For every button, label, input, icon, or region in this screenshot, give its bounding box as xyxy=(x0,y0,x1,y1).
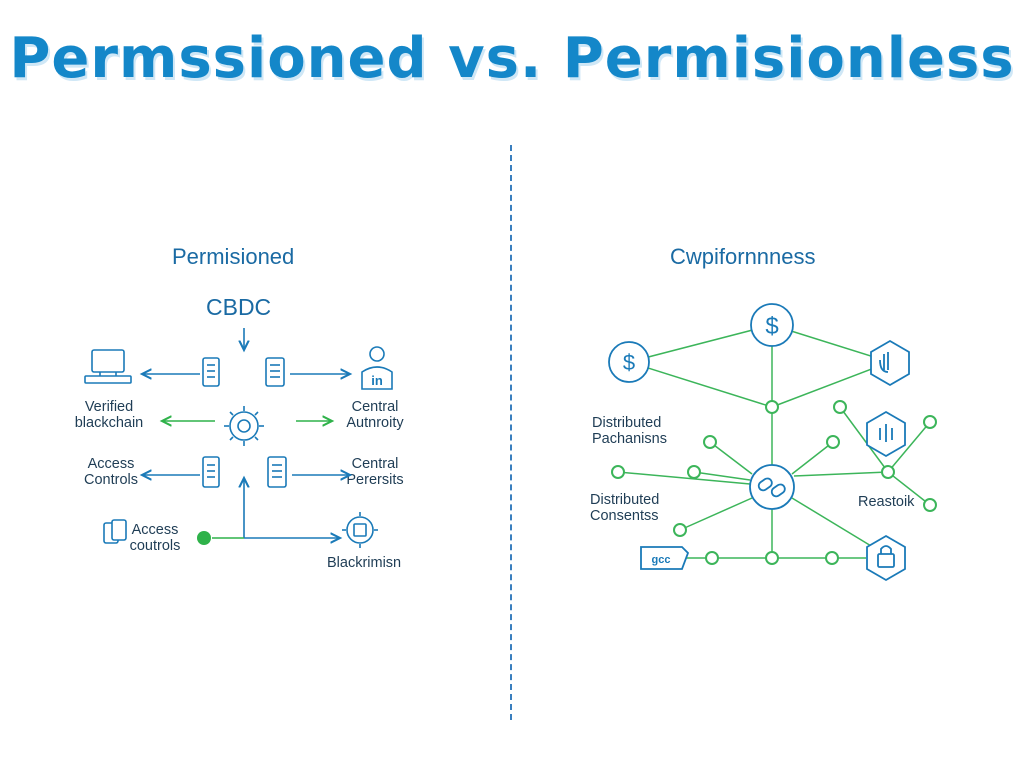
access2-line-2: coutrols xyxy=(129,538,181,554)
central1-line-2: Autnroity xyxy=(346,415,404,431)
computer-icon xyxy=(84,349,132,384)
link-hub-node xyxy=(749,464,795,510)
verified-blockchain-label: Verified blackchain xyxy=(64,399,154,431)
access1-line-1: Access xyxy=(87,456,135,472)
blackrimisn-label: Blackrimisn xyxy=(327,555,402,571)
dollar-icon-top: $ xyxy=(765,313,778,340)
page-title: Permssioned vs. Permisionless xyxy=(9,26,1015,91)
access-controls-2-label: Access coutrols xyxy=(110,522,200,554)
in-icon-text: in xyxy=(371,373,383,388)
dollar-node-left xyxy=(608,341,650,383)
dollar-icon-left: $ xyxy=(623,350,635,375)
document-icon-3 xyxy=(202,456,220,488)
access-controls-label: Access Controls xyxy=(66,456,156,488)
documents-stack-icon xyxy=(103,519,127,544)
central2-line-2: Perersits xyxy=(346,472,404,488)
tag-node xyxy=(640,546,690,570)
dist-mech-line-1: Distributed xyxy=(592,415,662,431)
document-icon-1 xyxy=(202,357,220,387)
link-icon xyxy=(757,477,786,498)
blockchain-gear-icon xyxy=(342,512,378,548)
reastoik-label: Reastoik xyxy=(858,494,915,510)
lock-icon xyxy=(877,545,895,568)
verified-line-2: blackchain xyxy=(74,415,144,431)
central-persists-label: Central Perersits xyxy=(330,456,420,488)
tag-text: gcc xyxy=(652,554,671,566)
distributed-consensus-label: Distributed Consentss xyxy=(590,492,659,524)
central2-line-1: Central xyxy=(351,456,399,472)
document-icon-4 xyxy=(267,456,287,488)
network-nodes xyxy=(611,400,937,565)
gear-icon xyxy=(224,406,264,446)
center-divider xyxy=(510,145,512,720)
dollar-node-top xyxy=(750,303,794,347)
hand-icon xyxy=(879,352,889,373)
dist-cons-line-1: Distributed xyxy=(590,492,660,508)
distributed-mechanisms-label: Distributed Pachanisns xyxy=(592,415,667,447)
permissionless-heading: Cwpifornnness xyxy=(670,244,816,269)
verified-line-1: Verified xyxy=(84,399,134,415)
dist-cons-line-2: Consentss xyxy=(590,508,659,524)
document-icon-2 xyxy=(265,357,285,387)
cbdc-label: CBDC xyxy=(206,294,272,320)
central1-line-1: Central xyxy=(351,399,399,415)
authority-person-icon xyxy=(361,346,393,390)
hex-lock-node xyxy=(866,534,906,582)
permissioned-heading: Permisioned xyxy=(172,244,295,269)
access2-line-1: Access xyxy=(131,522,179,538)
hex-node-top-right xyxy=(870,339,910,387)
access1-line-2: Controls xyxy=(84,472,138,488)
green-node-dot xyxy=(197,531,211,545)
dist-mech-line-2: Pachanisns xyxy=(592,431,667,447)
token-icon xyxy=(879,424,893,442)
central-authority-label: Central Autnroity xyxy=(330,399,420,431)
